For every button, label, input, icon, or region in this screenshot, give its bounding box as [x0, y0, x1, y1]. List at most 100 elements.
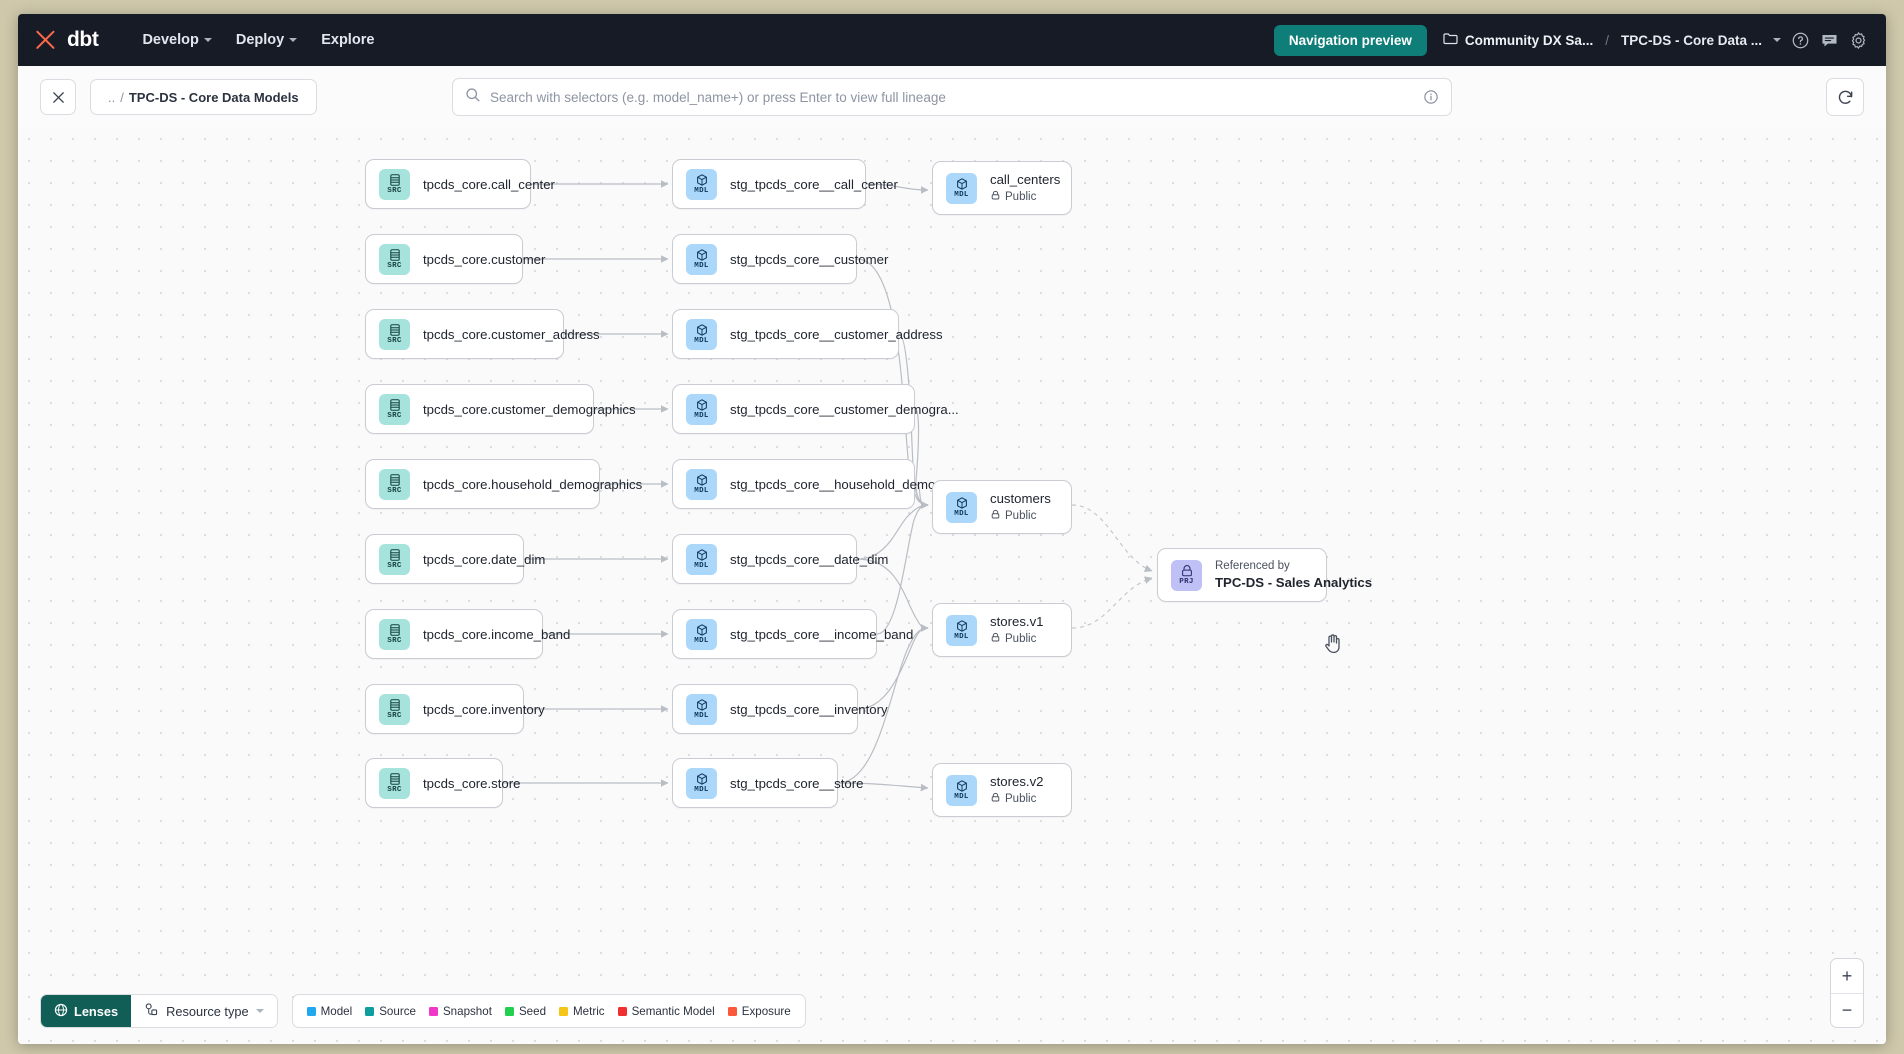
lineage-node-label: stg_tpcds_core__inventory	[730, 701, 888, 717]
legend-label: Snapshot	[442, 1004, 492, 1018]
lineage-node-label: tpcds_core.income_band	[423, 626, 571, 642]
lock-icon	[990, 509, 1001, 523]
src-badge-icon: SRC	[379, 243, 410, 275]
search-info-icon[interactable]	[1423, 89, 1439, 105]
close-button[interactable]	[40, 79, 76, 115]
legend-swatch	[504, 1006, 514, 1016]
lineage-node-label: stg_tpcds_core__customer_demogra...	[730, 401, 959, 417]
lineage-node-label: customers	[990, 491, 1051, 506]
nav-item-develop[interactable]: Develop	[130, 26, 223, 54]
src-badge-icon: SRC	[379, 168, 410, 200]
breadcrumb-pill-dots: ..	[108, 89, 116, 105]
lock-icon	[990, 632, 1001, 646]
lineage-node-label: tpcds_core.customer_demographics	[423, 401, 636, 417]
legend-swatch	[306, 1006, 316, 1016]
resource-type-button[interactable]: Resource type	[131, 995, 277, 1027]
legend-item-semantic-model[interactable]: Semantic Model	[617, 1005, 715, 1018]
nav-item-deploy[interactable]: Deploy	[224, 26, 309, 54]
legend-label: Source	[379, 1004, 416, 1018]
mdl-badge-icon: MDL	[946, 774, 977, 806]
lineage-node-label: stg_tpcds_core__date_dim	[730, 551, 889, 567]
resource-type-icon	[144, 1002, 159, 1020]
mdl-badge-icon: MDL	[686, 543, 717, 575]
refresh-button[interactable]	[1826, 78, 1864, 116]
lineage-node-label: stg_tpcds_core__store	[730, 775, 864, 791]
lineage-node-access-badge: Public	[990, 632, 1044, 646]
lineage-node-mdl-stg-customer-demogr[interactable]: MDL stg_tpcds_core__customer_demogra...	[672, 384, 959, 434]
lineage-node-access-badge: Public	[990, 509, 1051, 523]
lineage-node-label: stg_tpcds_core__call_center	[730, 176, 898, 192]
lineage-node-label: stg_tpcds_core__household_demogr...	[730, 476, 958, 492]
legend-item-metric[interactable]: Metric	[559, 1005, 605, 1018]
lineage-node-access-badge: Public	[990, 190, 1060, 204]
lineage-node-label: tpcds_core.call_center	[423, 176, 555, 192]
bottom-toolbar: Lenses Resource type	[40, 994, 806, 1028]
feedback-icon[interactable]	[1819, 30, 1839, 50]
mdl-badge-icon: MDL	[686, 393, 717, 425]
lens-icon	[54, 1003, 68, 1020]
legend-item-model[interactable]: Model	[306, 1005, 352, 1018]
legend-label: Metric	[573, 1004, 605, 1018]
src-badge-icon: SRC	[379, 393, 410, 425]
search-container	[452, 78, 1452, 116]
breadcrumb-project[interactable]: Community DX Sa...	[1443, 32, 1593, 48]
lineage-node-src-customer-demographics[interactable]: SRC tpcds_core.customer_demographics	[365, 384, 636, 434]
legend-item-snapshot[interactable]: Snapshot	[428, 1004, 492, 1018]
chevron-down-icon	[255, 1009, 264, 1013]
zoom-in-button[interactable]: +	[1841, 965, 1853, 986]
prj-badge-icon: PRJ	[1171, 559, 1202, 591]
lineage-node-mdl-stg-date-dim[interactable]: MDL stg_tpcds_core__date_dim	[672, 534, 888, 584]
resource-type-legend: Model Source Snapshot Seed Metric Semantic Mo…	[291, 994, 806, 1028]
breadcrumb-pill[interactable]: .. / TPC-DS - Core Data Models	[90, 79, 317, 115]
legend-item-source[interactable]: Source	[365, 1005, 416, 1018]
lineage-node-label: tpcds_core.store	[423, 775, 521, 791]
dbt-logo[interactable]: dbt	[34, 27, 99, 53]
search-input[interactable]	[490, 89, 1423, 105]
nav-item-explore-label: Explore	[321, 32, 375, 48]
navigation-preview-button[interactable]: Navigation preview	[1273, 24, 1427, 56]
help-icon[interactable]	[1790, 30, 1810, 50]
zoom-out-button[interactable]: −	[1831, 993, 1863, 1027]
brand-text: dbt	[67, 28, 99, 51]
legend-swatch	[617, 1006, 627, 1016]
settings-icon[interactable]	[1848, 30, 1868, 50]
mdl-badge-icon: MDL	[686, 618, 717, 650]
legend-item-exposure[interactable]: Exposure	[727, 1005, 791, 1018]
app-window: dbt Develop Deploy Explore Navigation pr…	[18, 14, 1886, 1044]
lineage-node-label: tpcds_core.inventory	[423, 701, 545, 717]
legend-item-seed[interactable]: Seed	[504, 1005, 546, 1018]
nav-item-explore[interactable]: Explore	[309, 26, 386, 54]
breadcrumb-environment[interactable]: TPC-DS - Core Data ...	[1621, 33, 1781, 48]
lineage-node-label: tpcds_core.date_dim	[423, 551, 546, 567]
lenses-button[interactable]: Lenses	[41, 995, 132, 1027]
lineage-node-label: stores.v1	[990, 614, 1044, 629]
lineage-node-kicker: Referenced by	[1215, 560, 1290, 572]
zoom-controls: + −	[1830, 958, 1864, 1028]
legend-swatch	[559, 1006, 569, 1016]
lineage-node-src-call-center[interactable]: SRC tpcds_core.call_center	[365, 159, 555, 209]
lineage-node-access-badge: Public	[990, 792, 1044, 806]
